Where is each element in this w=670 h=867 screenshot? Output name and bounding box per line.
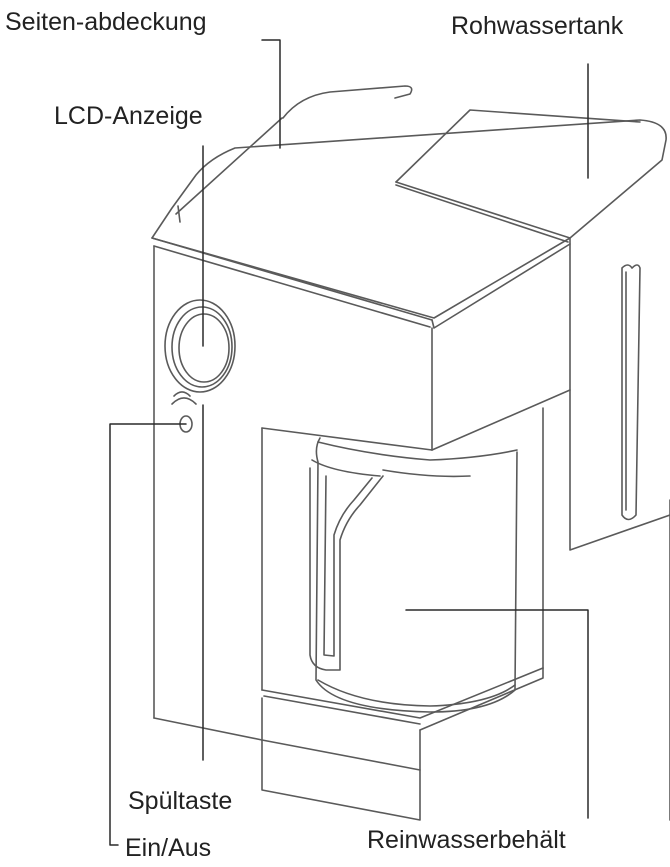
label-flush-button: Spültaste — [128, 787, 233, 815]
label-lcd-display: LCD-Anzeige — [54, 102, 203, 130]
lcd-dial — [164, 299, 236, 393]
leader-power — [109, 423, 187, 846]
leader-lines — [109, 39, 589, 846]
leader-side-cover — [261, 39, 281, 149]
buttons — [171, 391, 197, 433]
leader-clean-water — [405, 609, 589, 819]
clean-water-jug — [309, 437, 518, 713]
label-power: Ein/Aus — [125, 834, 212, 862]
label-clean-water-container: Reinwasserbehält — [367, 826, 566, 854]
top-cover — [151, 85, 667, 329]
label-side-cover: Seiten-abdeckung — [5, 8, 207, 36]
raw-water-tank — [395, 109, 670, 551]
main-body — [153, 245, 670, 821]
label-raw-water-tank: Rohwassertank — [451, 12, 624, 40]
dispensing-bay — [261, 427, 544, 821]
